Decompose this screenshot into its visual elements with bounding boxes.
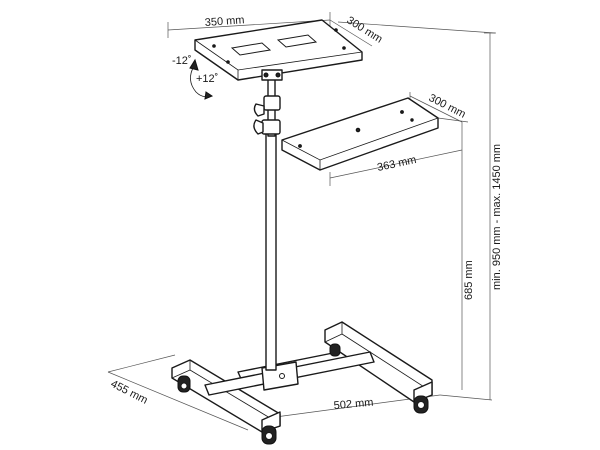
height-knob-icon [253,103,265,117]
base-frame [171,321,433,433]
tray-slot-right [276,34,318,48]
label-tilt-minus: -12˚ [172,55,192,67]
tray-knob-icon [253,119,264,135]
casters [177,343,429,445]
tilt-arrow-icon [189,58,214,100]
label-base-width: 502 mm [333,397,374,412]
dimension-lines [107,12,496,431]
telescopic-column [253,77,281,371]
caster-rear-left-icon [329,343,341,357]
caster-front-right-icon [261,425,277,445]
top-tray [194,19,363,81]
caster-rear-right-icon [413,395,429,414]
label-lower-tray-height: 685 mm [463,260,475,300]
tray-slot-left [230,42,272,56]
height-clamp [263,95,281,111]
tray-arm-clamp [261,119,281,135]
label-lower-tray-width: 363 mm [376,154,417,174]
label-total-height: min. 950 mm - max. 1450 mm [491,144,503,290]
lower-tray [281,97,439,171]
column-lower-tube [265,131,277,371]
caster-front-left-icon [177,375,191,393]
top-tray-plate [194,19,363,81]
label-top-tray-width: 350 mm [204,14,244,29]
tilt-bracket [261,69,283,81]
label-base-depth: 455 mm [109,378,150,407]
label-tilt-plus: +12˚ [196,73,218,85]
dimension-labels: 350 mm 300 mm -12˚ +12˚ 300 mm 363 mm 68… [109,14,503,412]
lower-tray-plate [281,97,439,171]
